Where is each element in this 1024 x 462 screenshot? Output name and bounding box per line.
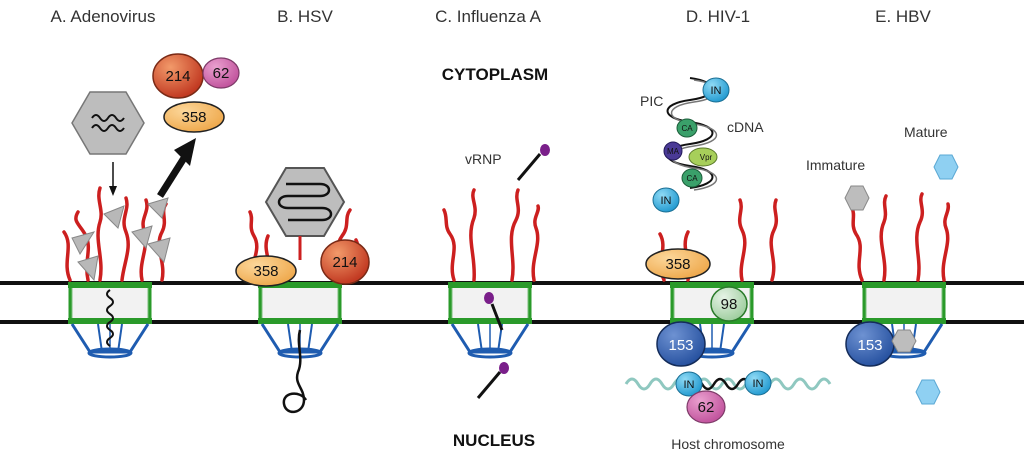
hiv-panel: PIC cDNA IN CA MA Vpr CA IN 358 98 153 I… [624, 77, 832, 452]
hiv-nup358-label: 358 [665, 256, 690, 273]
hbv-mature-capsid [933, 154, 959, 180]
chromosome-in-right-label: IN [753, 378, 764, 390]
hbv-panel: 153 Immature Mature [806, 124, 959, 405]
chromosome-in-left-label: IN [684, 379, 695, 391]
adenovirus-capsid [71, 91, 145, 155]
nucleus-label: NUCLEUS [453, 431, 535, 450]
hbv-nup153-label: 153 [857, 337, 882, 354]
pic-ca-label-2: CA [686, 174, 698, 183]
hbv-nuclear-capsid [915, 379, 941, 405]
panel-title-hsv: B. HSV [277, 7, 333, 26]
adenovirus-nup62-label: 62 [213, 65, 230, 82]
pic-label: PIC [640, 93, 663, 109]
hsv-capsid [264, 167, 346, 237]
pic-in-top-label: IN [711, 85, 722, 97]
pic-in-bottom-label: IN [661, 195, 672, 207]
panel-title-hbv: E. HBV [875, 7, 931, 26]
panel-title-hiv: D. HIV-1 [686, 7, 750, 26]
mature-label: Mature [904, 124, 948, 140]
hsv-panel: 358 214 [235, 167, 370, 413]
pic-ma-label: MA [667, 147, 680, 156]
pic-vpr-label: Vpr [700, 153, 713, 162]
cdna-label: cDNA [727, 119, 764, 135]
host-chromosome [624, 377, 832, 391]
immature-label: Immature [806, 157, 865, 173]
hiv-nup62-label: 62 [698, 399, 715, 416]
hsv-nup214-label: 214 [332, 254, 357, 271]
hiv-nup153-label: 153 [668, 337, 693, 354]
pic-ca-label-1: CA [681, 124, 693, 133]
panel-title-influenza: C. Influenza A [435, 7, 542, 26]
adenovirus-nup214-label: 214 [165, 68, 190, 85]
hbv-immature-capsid [844, 185, 870, 211]
hiv-nup98-label: 98 [721, 296, 738, 313]
vrnp-label: vRNP [465, 151, 502, 167]
adenovirus-panel: 214 62 358 [62, 53, 240, 359]
influenza-panel: vRNP [442, 144, 550, 399]
cytoplasm-label: CYTOPLASM [442, 65, 548, 84]
adenovirus-nup358-label: 358 [181, 109, 206, 126]
hsv-nup358-label: 358 [253, 263, 278, 280]
panel-title-adenovirus: A. Adenovirus [51, 7, 156, 26]
host-chromosome-label: Host chromosome [671, 436, 785, 452]
